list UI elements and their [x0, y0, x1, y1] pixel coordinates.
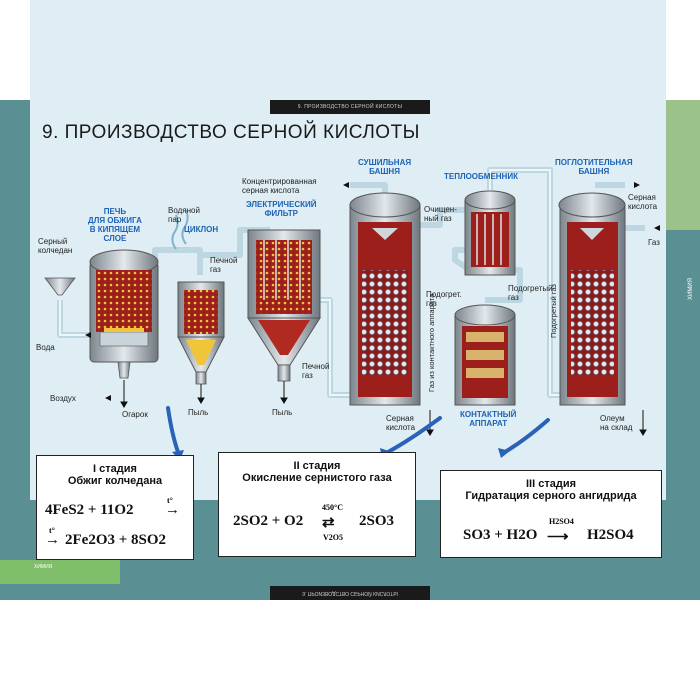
- gas-out-label: Газ: [648, 238, 660, 247]
- stage-3-subtitle: Гидратация серного ангидрида: [465, 490, 637, 502]
- gas-from-contact-label: Газ из контактного аппарата: [427, 293, 436, 392]
- heated-gas-vertical-label: Подогретый газ: [549, 284, 558, 338]
- stage-3-cond-top: H2SO4: [549, 517, 574, 526]
- air-label: Воздух: [50, 394, 76, 403]
- stage-2-cond-bottom: V2O5: [323, 533, 343, 542]
- stage-3-eq-right: H2SO4: [587, 527, 634, 543]
- dust-label-2: Пыль: [272, 408, 293, 417]
- stage-2-box: II стадия Окисление сернистого газа 2SO2…: [218, 452, 416, 557]
- furnace-vessel: [44, 249, 159, 379]
- stage-1-subtitle: Обжиг колчедана: [67, 475, 163, 487]
- stage-2-subtitle: Окисление сернистого газа: [242, 472, 392, 484]
- stage-3-arrow: ⟶: [547, 529, 569, 545]
- stage-1-cond-a: t°: [167, 496, 173, 505]
- contact-apparatus: [454, 304, 516, 406]
- heat-exchanger-label: ТЕПЛООБМЕННИК: [444, 172, 518, 181]
- filter-vessel: [247, 229, 321, 382]
- stage-2-cond-top: 450°C: [322, 503, 343, 512]
- stage-1-eq-line2: 2Fe2O3 + 8SO2: [65, 532, 167, 548]
- page-title: 9. ПРОИЗВОДСТВО СЕРНОЙ КИСЛОТЫ: [42, 122, 421, 143]
- water-label: Вода: [36, 343, 55, 352]
- stage-1-arrow-b: →: [45, 532, 60, 548]
- drying-tower: [349, 192, 421, 406]
- dust-label-1: Пыль: [188, 408, 209, 417]
- heat-exchanger: [464, 190, 516, 276]
- stage-1-eq-line1: 4FeS2 + 11O2: [45, 502, 134, 518]
- stage-3-box: III стадия Гидратация серного ангидрида …: [440, 470, 662, 558]
- stage-3-title: III стадия: [525, 478, 576, 490]
- flow-arrows: [85, 182, 660, 401]
- stage-3-eq-left: SO3 + H2O: [463, 527, 538, 543]
- stage-1-title: I стадия: [93, 463, 137, 475]
- cyclone-vessel: [171, 209, 225, 385]
- vertical-arrows: [120, 380, 647, 436]
- stage-1-box: I стадия Обжиг колчедана 4FeS2 + 11O2 t°…: [36, 455, 194, 560]
- stage-2-eq-left: 2SO2 + O2: [233, 513, 304, 529]
- top-tab: 9. ПРОИЗВОДСТВО СЕРНОЙ КИСЛОТЫ: [270, 100, 430, 114]
- stage-pointer-arrows: [166, 406, 550, 454]
- pipeline-highlights: [59, 169, 568, 396]
- stage-2-title: II стадия: [293, 460, 341, 472]
- green-side-strip: ХИМИЯ: [666, 100, 700, 300]
- corner-strip-label: ХИМИЯ: [34, 564, 53, 570]
- cinder-label: Огарок: [122, 410, 148, 419]
- stage-1-cond-b: t°: [49, 526, 55, 535]
- green-corner-strip: ХИМИЯ: [0, 560, 120, 584]
- purified-gas-label: Очищен-ный газ: [424, 205, 457, 223]
- cyclone-label: ЦИКЛОН: [184, 225, 219, 234]
- stage-2-eq-right: 2SO3: [359, 513, 395, 529]
- absorption-tower: [558, 192, 626, 406]
- stage-1-arrow-a: →: [165, 502, 180, 518]
- heated-gas-label: Подогрет.газ: [426, 290, 462, 308]
- stage-2-arrows: ⇄: [322, 515, 335, 531]
